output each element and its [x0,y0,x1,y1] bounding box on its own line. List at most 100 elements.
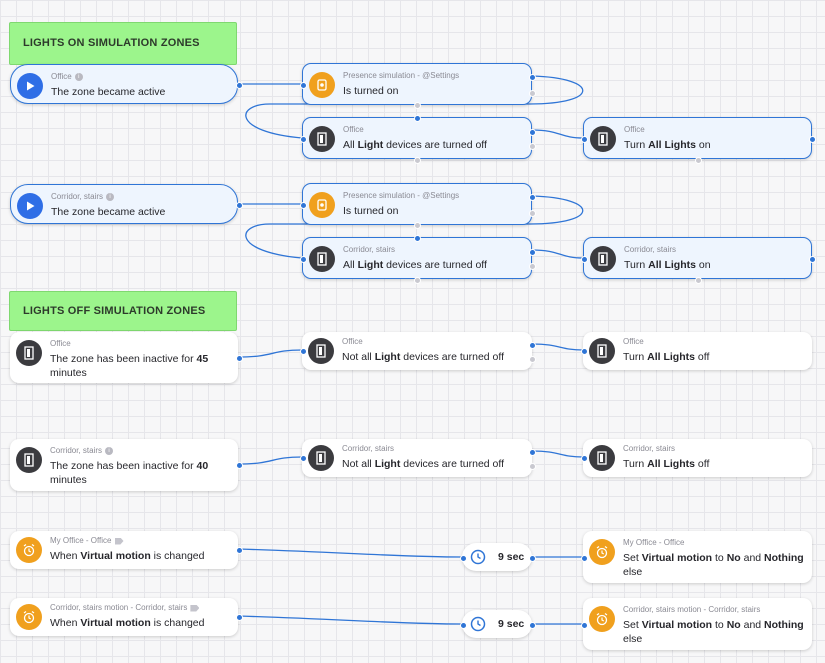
connection-port[interactable] [236,462,243,469]
connection-port[interactable] [581,455,588,462]
connection-port[interactable] [581,555,588,562]
connection-port[interactable] [529,129,536,136]
connection-port[interactable] [460,555,467,562]
connection-port[interactable] [300,348,307,355]
connection-port[interactable] [414,157,421,164]
clock-icon [470,616,486,632]
node-subtitle: Corridor, stairs [51,192,104,201]
connection-port[interactable] [236,614,243,621]
node-text: Turn All Lights on [624,139,711,151]
condition-corridor-not-all-lights-off[interactable]: Corridor, stairs Not all Light devices a… [302,439,532,477]
clock-icon [470,549,486,565]
connection-port[interactable] [529,249,536,256]
connection-port[interactable] [300,202,307,209]
node-text: The zone became active [51,206,166,218]
connection-port[interactable] [236,202,243,209]
node-text: All Light devices are turned off [343,259,487,271]
node-subtitle: My Office - Office [50,536,112,545]
node-subtitle: Office [51,72,72,81]
door-icon [16,447,42,473]
connection-port[interactable] [529,263,536,270]
connection-port[interactable] [529,555,536,562]
action-office-set-virtual-motion[interactable]: My Office - Office Set Virtual motion to… [583,531,812,583]
connection-port[interactable] [300,136,307,143]
action-corridor-set-virtual-motion[interactable]: Corridor, stairs motion - Corridor, stai… [583,598,812,650]
connection-port[interactable] [529,194,536,201]
tag-icon [114,537,124,545]
zone-label-lights-off: LIGHTS OFF SIMULATION ZONES [9,291,237,331]
condition-corridor-lights-off[interactable]: Corridor, stairs All Light devices are t… [302,237,532,279]
condition-presence-simulation-2[interactable]: Presence simulation - @Settings Is turne… [302,183,532,225]
connection-port[interactable] [414,235,421,242]
trigger-corridor-virtual-motion[interactable]: Corridor, stairs motion - Corridor, stai… [10,598,238,636]
node-subtitle: Corridor, stairs [342,444,395,453]
connection-port[interactable] [529,210,536,217]
connection-port[interactable] [236,547,243,554]
connection-port[interactable] [695,157,702,164]
action-office-lights-off[interactable]: Office Turn All Lights off [583,332,812,370]
info-icon[interactable]: i [105,447,114,455]
door-icon [590,126,616,152]
connection-port[interactable] [414,277,421,284]
condition-office-not-all-lights-off[interactable]: Office Not all Light devices are turned … [302,332,532,370]
action-corridor-lights-on[interactable]: Corridor, stairs Turn All Lights on [583,237,812,279]
connection-port[interactable] [529,342,536,349]
shield-icon [309,72,335,98]
node-subtitle: Office [50,339,71,348]
connection-port[interactable] [809,136,816,143]
trigger-office-zone-inactive[interactable]: Office The zone has been inactive for 45… [10,332,238,383]
wire-n3-n4 [531,129,584,139]
action-office-lights-on[interactable]: Office Turn All Lights on [583,117,812,159]
info-icon[interactable]: i [74,73,83,81]
node-subtitle: My Office - Office [623,538,685,547]
alarm-clock-icon [16,537,42,563]
node-text: Is turned on [343,85,399,97]
connection-port[interactable] [529,90,536,97]
connection-port[interactable] [414,102,421,109]
connection-port[interactable] [581,136,588,143]
wire-n18-n19 [237,615,463,625]
delay-node-1[interactable]: 9 sec [462,543,532,571]
wire-n7-n8 [531,249,584,259]
connection-port[interactable] [529,449,536,456]
connection-port[interactable] [581,348,588,355]
connection-port[interactable] [236,82,243,89]
connection-port[interactable] [414,222,421,229]
connection-port[interactable] [581,256,588,263]
door-icon [309,246,335,272]
info-icon[interactable]: i [106,193,115,201]
action-corridor-lights-off[interactable]: Corridor, stairs Turn All Lights off [583,439,812,477]
alarm-clock-icon [589,606,615,632]
node-text: All Light devices are turned off [343,139,487,151]
connection-port[interactable] [460,622,467,629]
connection-port[interactable] [809,256,816,263]
connection-port[interactable] [414,115,421,122]
connection-port[interactable] [529,622,536,629]
delay-node-2[interactable]: 9 sec [462,610,532,638]
condition-presence-simulation-1[interactable]: Presence simulation - @Settings Is turne… [302,63,532,105]
node-subtitle: Corridor, stairs motion - Corridor, stai… [623,605,761,614]
node-subtitle: Office [624,125,645,134]
connection-port[interactable] [300,256,307,263]
door-icon [590,246,616,272]
connection-port[interactable] [581,622,588,629]
play-icon [17,73,43,99]
door-icon [308,338,334,364]
connection-port[interactable] [529,143,536,150]
connection-port[interactable] [695,277,702,284]
trigger-office-virtual-motion[interactable]: My Office - Office When Virtual motion i… [10,531,238,569]
delay-text: 9 sec [498,618,525,630]
connection-port[interactable] [529,356,536,363]
node-text: Set Virtual motion to No and Nothing els… [623,552,804,578]
node-subtitle: Office [623,337,644,346]
connection-port[interactable] [300,82,307,89]
node-text: When Virtual motion is changed [50,550,205,562]
connection-port[interactable] [529,463,536,470]
connection-port[interactable] [529,74,536,81]
connection-port[interactable] [236,355,243,362]
condition-office-lights-off[interactable]: Office All Light devices are turned off [302,117,532,159]
connection-port[interactable] [300,455,307,462]
